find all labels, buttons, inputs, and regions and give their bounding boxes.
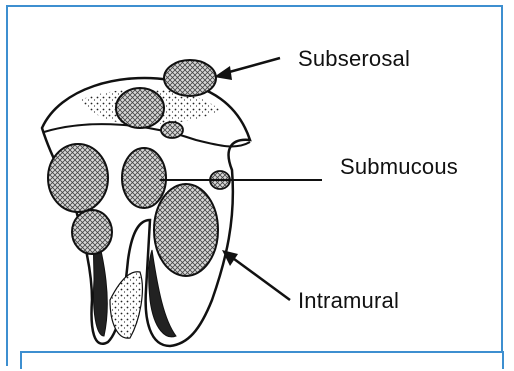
small-fundal-fibroid bbox=[161, 122, 183, 138]
left-wall-fibroid bbox=[48, 144, 108, 212]
label-subserosal: Subserosal bbox=[298, 46, 410, 72]
subserosal-arrow bbox=[214, 58, 280, 80]
left-lower-fibroid bbox=[72, 210, 112, 254]
label-intramural: Intramural bbox=[298, 288, 399, 314]
label-submucous: Submucous bbox=[340, 154, 458, 180]
intramural-arrow bbox=[222, 250, 290, 300]
submucous-fibroid bbox=[122, 148, 166, 208]
subserosal-fibroid bbox=[164, 60, 216, 96]
intramural-fibroid bbox=[154, 184, 218, 276]
fundal-fibroid bbox=[116, 88, 164, 128]
